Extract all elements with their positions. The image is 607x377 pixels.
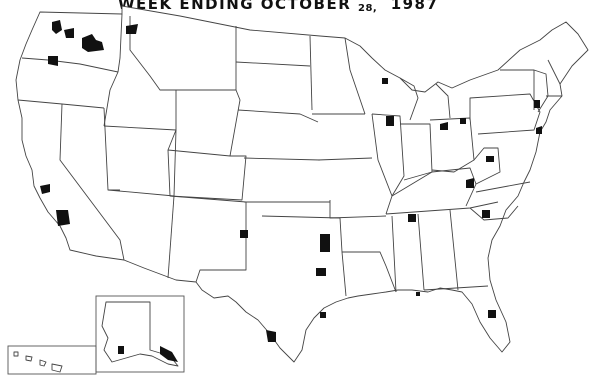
county-id-north <box>126 24 138 34</box>
border-az-nm <box>167 195 175 279</box>
county-tx-south <box>266 330 276 342</box>
county-fl-north <box>416 292 420 296</box>
border-il <box>371 113 405 197</box>
hawaii-islands <box>13 351 63 373</box>
alaska-inset-frame <box>95 295 185 373</box>
county-fl-central <box>488 310 496 318</box>
border-mo-east <box>371 113 393 215</box>
border-dakotas-east <box>309 35 313 111</box>
border-id-south <box>103 125 177 131</box>
county-mi-south <box>440 122 448 130</box>
county-wa-pierce <box>64 28 74 38</box>
county-va-central <box>486 156 494 162</box>
county-tx-north <box>316 268 326 276</box>
county-wv-central <box>466 178 474 188</box>
border-ms-al-ga <box>391 209 459 293</box>
county-nc-central <box>482 210 490 218</box>
border-in <box>400 123 433 181</box>
border-ky <box>391 167 477 207</box>
county-or-north <box>48 56 58 66</box>
county-wa-central <box>82 34 104 52</box>
county-ok-east <box>320 234 330 252</box>
border-tx-la <box>341 251 347 297</box>
map-title-day: 28, <box>358 3 378 14</box>
county-ak-west <box>118 346 124 354</box>
map-title: WEEK ENDING OCTOBER 28, 1987 <box>118 0 498 15</box>
border-sd-ne <box>237 109 319 123</box>
border-nc-sc <box>469 205 519 221</box>
us-outline <box>15 5 589 363</box>
county-wi-central <box>386 116 394 126</box>
border-nm-tx <box>169 195 247 283</box>
county-wa-puget <box>52 20 62 34</box>
border-nd-sd <box>235 61 311 67</box>
border-va-nc <box>475 181 531 193</box>
border-mi <box>399 77 451 121</box>
border-ga-fl <box>423 285 489 291</box>
border-co <box>167 149 247 201</box>
county-wi-northwest <box>382 78 388 84</box>
county-nj-north <box>536 126 542 134</box>
border-id-mt <box>129 16 176 91</box>
border-ny-ne <box>500 69 549 113</box>
county-tx-gulf <box>320 312 326 318</box>
county-ca-central <box>40 184 50 194</box>
map-title-prefix: WEEK ENDING OCTOBER <box>118 0 352 13</box>
border-wv-va <box>473 147 501 185</box>
map-title-year: 1987 <box>390 0 439 13</box>
county-ny-east <box>534 100 540 108</box>
border-wa-or <box>21 57 119 73</box>
border-ca-nv <box>59 103 125 261</box>
border-mn-wi <box>344 37 366 115</box>
border-ar-la <box>342 251 397 293</box>
county-ak-southeast <box>160 346 178 362</box>
county-oh-northeast <box>460 118 466 124</box>
county-nm-central <box>240 230 248 238</box>
county-tn-east <box>408 214 416 222</box>
county-ca-south <box>56 210 70 226</box>
border-mo-ar <box>329 200 387 219</box>
hawaii-inset-frame <box>7 345 97 375</box>
border-ne-ks <box>243 157 321 161</box>
border-ia-mo <box>317 157 373 161</box>
border-id-west <box>103 13 123 127</box>
